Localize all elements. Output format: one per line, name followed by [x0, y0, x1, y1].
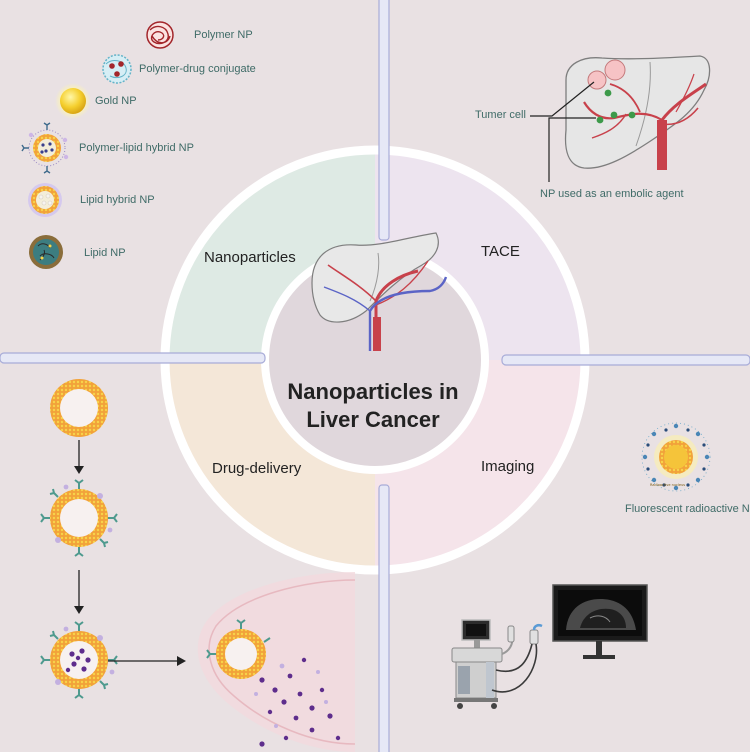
drug-release-liposome-icon: [206, 619, 271, 679]
quadrant-label-imaging: Imaging: [481, 458, 535, 475]
label-embolic-agent: NP used as an embolic agent: [540, 188, 684, 200]
fluorescent-radioactive-np-icon: [641, 422, 711, 492]
label-tumor-cell: Tumer cell: [475, 109, 526, 121]
quadrant-label-tace: TACE: [481, 243, 520, 260]
lipid-np-icon: [29, 235, 63, 269]
drug-molecule-icon: [259, 657, 341, 747]
page-title: Nanoparticles in Liver Cancer: [263, 378, 483, 434]
title-line-1: Nanoparticles in: [287, 379, 459, 404]
quadrant-label-drug-delivery: Drug-delivery: [212, 460, 302, 477]
label-fluorescent-radioactive-np: Fluorescent radioactive NPs: [625, 503, 750, 515]
label-lipid-hybrid-np: Lipid hybrid NP: [80, 194, 155, 206]
label-np-core: Radioactive nucleus: [650, 483, 686, 487]
liver-icon: [311, 232, 448, 351]
title-line-2: Liver Cancer: [306, 407, 440, 432]
polymer-lipid-hybrid-np-icon: [21, 122, 69, 174]
label-polymer-np: Polymer NP: [194, 29, 253, 41]
quadrant-label-nanoparticles: Nanoparticles: [204, 249, 296, 266]
gold-nanoparticle-icon: [55, 83, 91, 119]
label-gold-np: Gold NP: [95, 95, 137, 107]
polymer-drug-conjugate-icon: [102, 54, 132, 84]
tace-pointer-lines: [530, 81, 596, 182]
monitor-icon: [552, 584, 648, 659]
liposome-icon: [50, 379, 108, 437]
ligand-liposome-icon: [40, 479, 118, 557]
drug-delivery-pathway: [40, 379, 356, 752]
label-polymer-lipid-hybrid-np: Polymer-lipid hybrid NP: [79, 142, 194, 154]
drug-loaded-liposome-icon: [40, 621, 118, 699]
ultrasound-machine-icon: [451, 619, 543, 709]
lipid-hybrid-np-icon: [28, 183, 62, 217]
polymer-np-icon: [146, 21, 174, 49]
label-lipid-np: Lipid NP: [84, 247, 126, 259]
label-polymer-drug-conjugate: Polymer-drug conjugate: [139, 63, 256, 75]
tace-liver-icon: [564, 55, 711, 170]
